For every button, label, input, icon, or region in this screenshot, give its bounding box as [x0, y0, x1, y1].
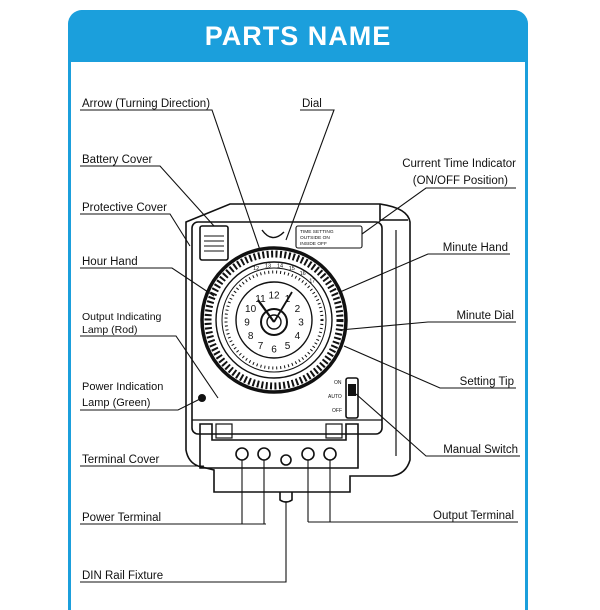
hour-hand-line: [257, 299, 275, 323]
label-current-time-sub: (ON/OFF Position): [413, 175, 508, 187]
dial-outer-ring: [200, 246, 348, 394]
terminal-screw: [280, 454, 292, 466]
battery-cover: [199, 225, 229, 261]
dial-number: 2: [295, 304, 301, 315]
label-arrow: Arrow (Turning Direction): [82, 98, 210, 110]
terminal-screw: [235, 447, 249, 461]
dial-number: 6: [271, 345, 277, 356]
terminal-screw: [323, 447, 337, 461]
label-din-rail: DIN Rail Fixture: [82, 570, 163, 582]
device-text: TIME SETTING OUTSIDE ON INSIDE OFF ON AU…: [300, 229, 342, 414]
dial-number: 12: [268, 291, 280, 302]
minute-dial-ring: [221, 267, 327, 373]
din-rail-tab: [279, 492, 293, 503]
device-side: [379, 204, 408, 221]
label-output-lamp: Output Indicating: [82, 311, 162, 323]
time-setting-panel: [295, 225, 363, 249]
terminal-screw: [301, 447, 315, 461]
terminal-cover-shape: [199, 423, 359, 469]
dial-scale-number: 14: [277, 263, 283, 269]
label-setting-tip: Setting Tip: [460, 376, 514, 388]
label-output-lamp-sub: Lamp (Rod): [82, 324, 137, 336]
device-body: [185, 203, 411, 493]
header-banner: PARTS NAME: [68, 10, 528, 62]
label-output-terminal: Output Terminal: [433, 510, 514, 522]
timer-device: [185, 203, 411, 503]
dial-number: 7: [258, 341, 264, 352]
dial-scale-number: 17: [309, 279, 315, 285]
label-terminal-cover: Terminal Cover: [82, 454, 159, 466]
switch-text: AUTO: [328, 394, 342, 400]
switch-text: ON: [334, 380, 342, 386]
dial-number: 4: [295, 331, 301, 342]
page-title: PARTS NAME: [204, 20, 392, 51]
panel-text: OUTSIDE ON: [300, 235, 330, 241]
label-protective-cover: Protective Cover: [82, 202, 167, 214]
device-front-face: [191, 221, 383, 435]
dial-number: 11: [255, 294, 266, 305]
dial-inner-ring: [215, 261, 333, 379]
panel-text: TIME SETTING: [300, 229, 334, 235]
dial-scale-number: 15: [289, 266, 295, 272]
switch-text: OFF: [332, 408, 342, 414]
leader-lines: [80, 109, 520, 583]
label-current-time: Current Time Indicator: [402, 158, 516, 170]
minute-hand-line: [273, 291, 293, 323]
dial-number: 3: [298, 318, 304, 329]
panel-text: INSIDE OFF: [300, 241, 327, 247]
label-power-lamp: Power Indication: [82, 381, 163, 393]
label-minute-hand: Minute Hand: [443, 242, 508, 254]
label-power-lamp-sub: Lamp (Green): [82, 397, 150, 409]
dial-scale-number: 12: [253, 266, 259, 272]
arrow-indicator-mark: [261, 229, 285, 239]
dial-number: 9: [244, 318, 250, 329]
label-minute-dial: Minute Dial: [456, 310, 514, 322]
label-manual-switch: Manual Switch: [443, 444, 518, 456]
dial-number: 8: [248, 331, 254, 342]
label-battery-cover: Battery Cover: [82, 154, 152, 166]
dial-number: 10: [245, 304, 257, 315]
dial-scale-number: 13: [265, 263, 271, 269]
part-labels: Arrow (Turning Direction) Dial Battery C…: [82, 98, 518, 582]
manual-switch[interactable]: [345, 377, 359, 419]
dial-segment-ring: [204, 250, 344, 390]
hour-dial-face: [235, 281, 313, 359]
center-knob: [260, 308, 288, 336]
label-hour-hand: Hour Hand: [82, 256, 138, 268]
dial-scale-number: 16: [300, 271, 306, 277]
minute-dial-ticks: [224, 270, 324, 370]
dial-number: 5: [285, 341, 291, 352]
label-power-terminal: Power Terminal: [82, 512, 161, 524]
label-dial: Dial: [302, 98, 322, 110]
terminal-screw: [257, 447, 271, 461]
dial-number: 1: [285, 294, 291, 305]
